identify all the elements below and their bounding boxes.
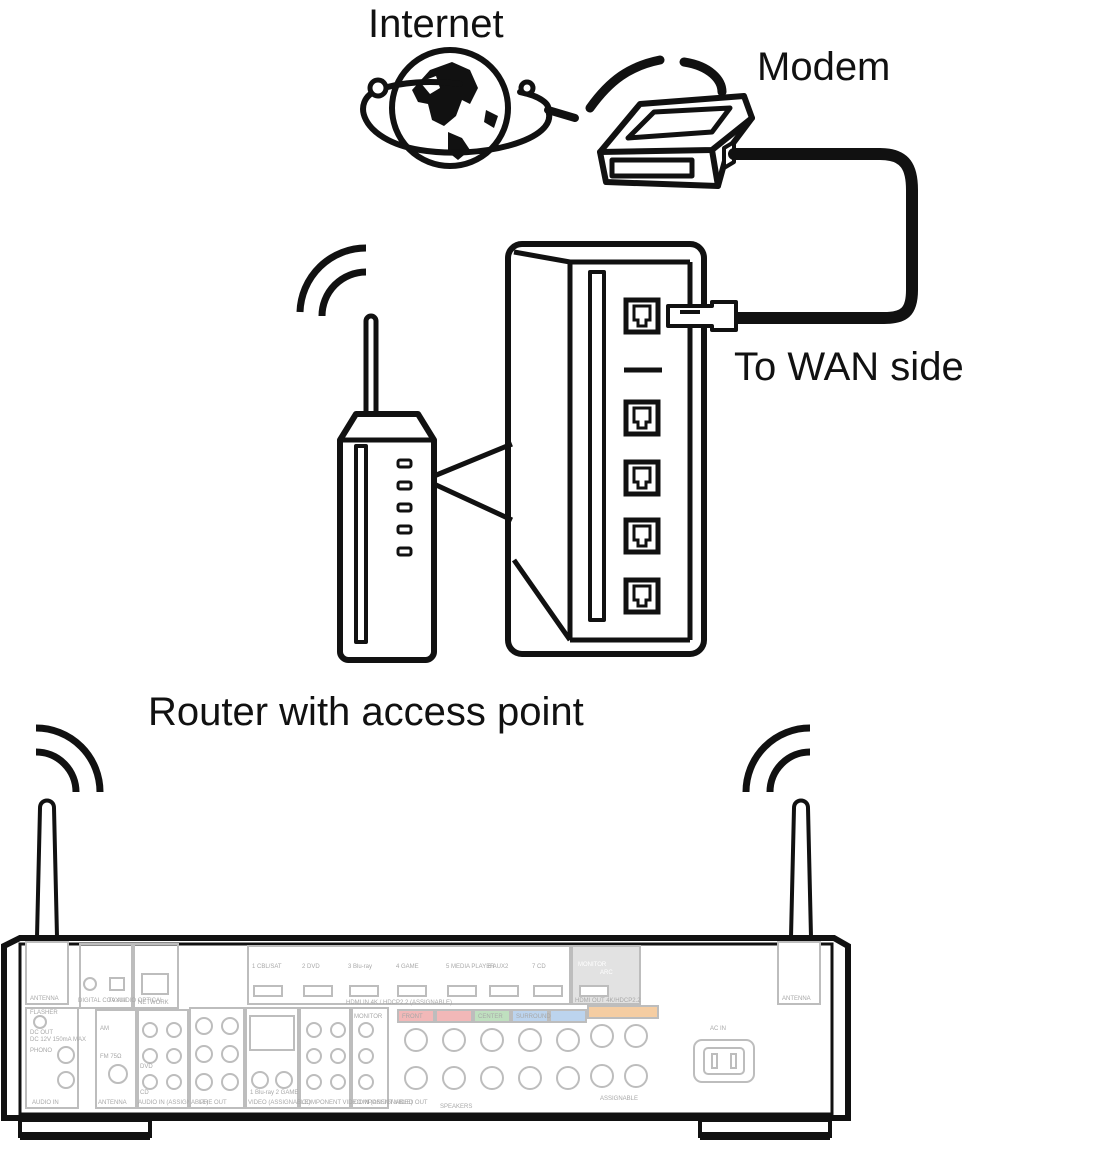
- antenna-base: [25, 941, 821, 1005]
- bluray-game-label: 1 Blu-ray 2 GAME: [250, 1090, 298, 1096]
- wifi-waves-icon: [296, 244, 367, 317]
- wan-cable: [728, 148, 918, 324]
- hdmi-input-label: 6 AUX2: [488, 964, 509, 970]
- assignable-speaker-post: [624, 1024, 648, 1048]
- tv-audio-label: TV AUDIO OPTICAL: [108, 998, 164, 1004]
- antenna-left-label: ANTENNA: [30, 996, 59, 1002]
- left-io-block: [25, 943, 189, 1109]
- speaker-post: [442, 1066, 466, 1090]
- dc-out-label: DC OUT: [30, 1030, 53, 1036]
- hdmi-port: [349, 985, 379, 997]
- digital-coax-label: DIGITAL COAXIAL: [78, 998, 129, 1004]
- modem-icon: [597, 93, 755, 189]
- router-icon: [337, 313, 514, 663]
- hdmi-input-label: 2 DVD: [302, 964, 320, 970]
- ethernet-plug-icon: [666, 300, 738, 332]
- network-label: NETWORK: [138, 1000, 169, 1006]
- hdmi-out-label: HDMI OUT 4K/HDCP2.2: [575, 998, 641, 1004]
- speaker-terminals: [397, 1005, 659, 1023]
- hdmi-out-port: [579, 985, 609, 997]
- wan-side-label: To WAN side: [734, 345, 964, 389]
- assignable-speaker-post: [590, 1024, 614, 1048]
- speaker-post: [556, 1028, 580, 1052]
- dvd-label: DVD: [140, 1064, 153, 1070]
- front-label: FRONT: [402, 1014, 423, 1020]
- arc-label: ARC: [600, 970, 613, 976]
- router-label: Router with access point: [148, 690, 584, 734]
- pre-out-label: PRE OUT: [200, 1100, 227, 1106]
- assignable-label: ASSIGNABLE: [600, 1096, 638, 1102]
- video-block: [245, 1007, 389, 1109]
- hdmi-port: [447, 985, 477, 997]
- cd-label: CD: [140, 1090, 149, 1096]
- hdmi-port: [533, 985, 563, 997]
- fm-label: FM 75Ω: [100, 1054, 122, 1060]
- speaker-post: [442, 1028, 466, 1052]
- speaker-post: [518, 1066, 542, 1090]
- speaker-post: [404, 1066, 428, 1090]
- center-label: CENTER: [478, 1014, 503, 1020]
- hdmi-port: [253, 985, 283, 997]
- phono-label: PHONO: [30, 1048, 52, 1054]
- hdmi-input-label: 1 CBL/SAT: [252, 964, 282, 970]
- monitor-label: MONITOR: [578, 962, 607, 968]
- hdmi-input-labels: 1 CBL/SAT 2 DVD 3 Blu-ray 4 GAME 5 MEDIA PLA…: [252, 964, 546, 970]
- audio-in-label: AUDIO IN: [32, 1100, 59, 1106]
- hdmi-input-label: 5 MEDIA PLAYER: [446, 964, 495, 970]
- component-out-label: COMPONENT VIDEO OUT: [354, 1100, 428, 1106]
- internet-label: Internet: [368, 2, 504, 46]
- speaker-post: [556, 1066, 580, 1090]
- assignable-speaker-post: [624, 1064, 648, 1088]
- antenna-section-label: ANTENNA: [98, 1100, 127, 1106]
- speaker-post: [480, 1028, 504, 1052]
- speakers-label: SPEAKERS: [440, 1104, 472, 1110]
- flasher-label: FLASHER: [30, 1010, 58, 1016]
- speaker-post: [480, 1066, 504, 1090]
- pre-out-block: [189, 1007, 245, 1109]
- ac-inlet-icon: [693, 1039, 755, 1083]
- speaker-post: [518, 1028, 542, 1052]
- globe-icon: [360, 47, 727, 169]
- speaker-post: [404, 1028, 428, 1052]
- hdmi-input-label: 4 GAME: [396, 964, 419, 970]
- hdmi-port: [489, 985, 519, 997]
- wifi-waves-icon: [35, 724, 811, 793]
- hdmi-port: [397, 985, 427, 997]
- antenna-right-label: ANTENNA: [782, 996, 811, 1002]
- video-assign-label: VIDEO (ASSIGNABLE): [248, 1100, 310, 1106]
- dc-out-spec-label: DC 12V 150mA MAX: [30, 1037, 86, 1043]
- surround-label: SURROUND: [516, 1014, 551, 1020]
- hdmi-in-label: HDMI IN 4K / HDCP2.2 (ASSIGNABLE): [346, 1000, 452, 1006]
- hdmi-port: [303, 985, 333, 997]
- assignable-speaker-post: [590, 1064, 614, 1088]
- audio-in-assign-label: AUDIO IN (ASSIGNABLE): [138, 1100, 208, 1106]
- modem-label: Modem: [757, 45, 890, 89]
- hdmi-input-label: 7 CD: [532, 964, 546, 970]
- monitor-component-label: MONITOR: [354, 1014, 383, 1020]
- component-in-label: COMPONENT VIDEO IN (ASSIGNABLE): [302, 1100, 413, 1106]
- am-label: AM: [100, 1026, 109, 1032]
- ac-in-label: AC IN: [710, 1026, 726, 1032]
- speaker-binding-posts: [404, 1024, 648, 1090]
- ethernet-port-icon: [623, 297, 661, 615]
- hdmi-port-row: [253, 985, 609, 997]
- hdmi-input-label: 3 Blu-ray: [348, 964, 372, 970]
